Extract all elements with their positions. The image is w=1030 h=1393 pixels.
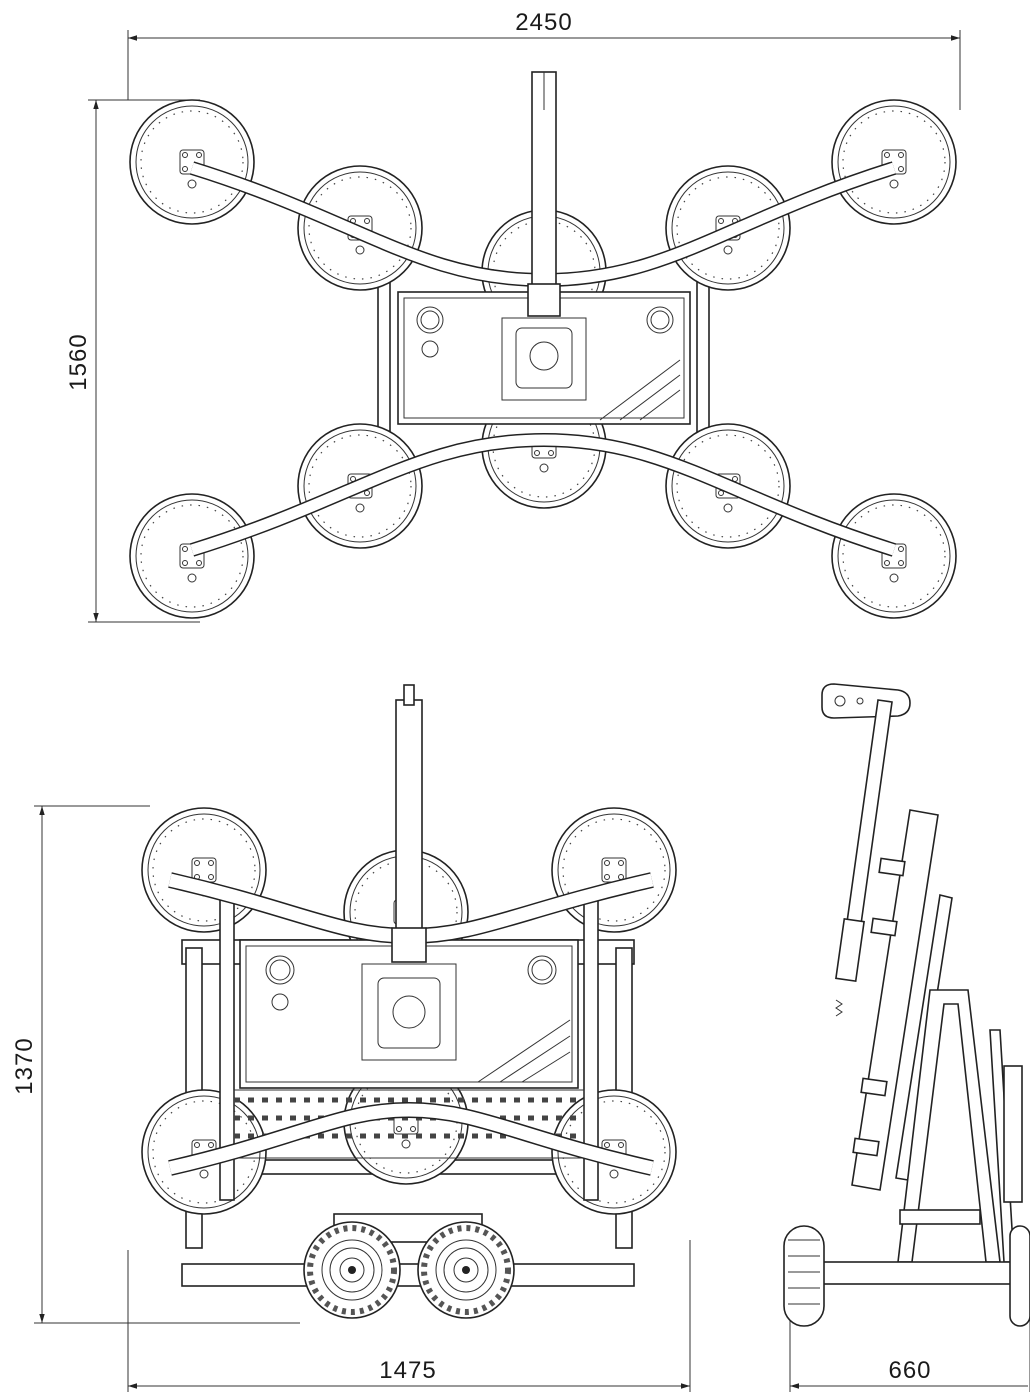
top-height-dimension: 1560 [65, 333, 92, 390]
front-view: 1370 1475 [11, 684, 691, 1392]
front-width-dimension: 1475 [379, 1357, 436, 1384]
side-width-dimension: 660 [888, 1357, 931, 1384]
top-width-dimension: 2450 [515, 9, 572, 36]
front-height-dimension: 1370 [11, 1037, 38, 1094]
top-view: 2450 1560 [65, 9, 961, 623]
side-view: 660 [783, 683, 1030, 1392]
